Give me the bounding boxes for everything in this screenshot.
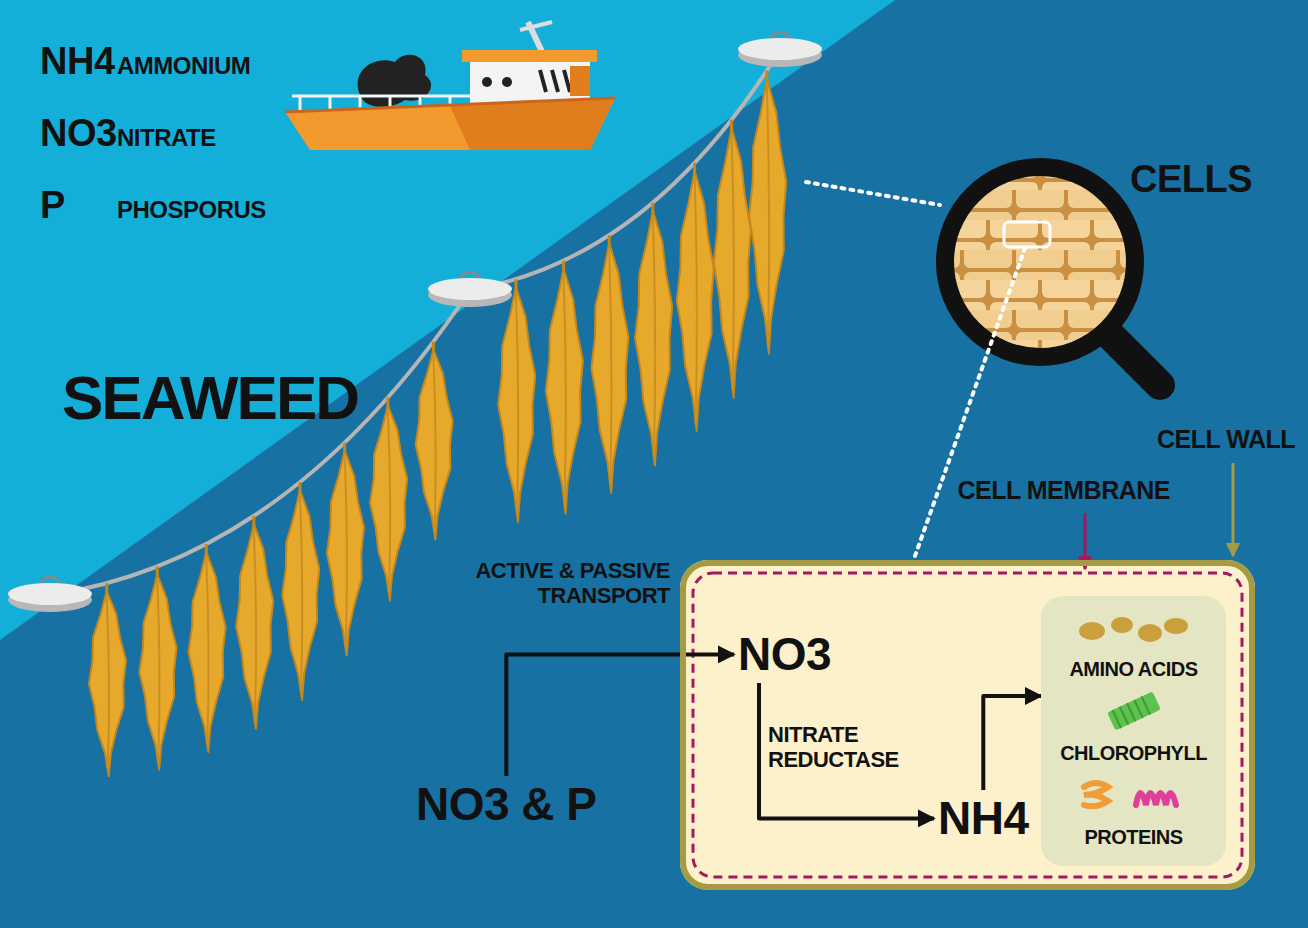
node-text: PROTEINS — [1084, 826, 1182, 849]
edge-label: ACTIVE & PASSIVE TRANSPORT — [425, 558, 670, 609]
node-text: CELL WALL — [1157, 425, 1295, 454]
wall-pointer — [1232, 463, 1235, 556]
nutrient-node: NO3 & P — [412, 776, 601, 833]
zoom-leader — [915, 248, 1025, 556]
legend-symbol: P — [40, 184, 65, 228]
node-icon-art — [1074, 613, 1194, 647]
magnifier — [940, 160, 1160, 385]
zoom-label: CELLS — [1130, 158, 1252, 202]
flow-arrow — [759, 683, 934, 819]
flow-arrow — [983, 696, 1041, 790]
node-icon-art — [1074, 775, 1194, 815]
nitrate-node: NO3 — [734, 626, 835, 683]
legend-term: AMMONIUM — [117, 52, 250, 80]
legend-symbol: NO3 — [40, 112, 117, 156]
legend-term: PHOSPORUS — [117, 196, 266, 224]
cell-fill — [680, 560, 1255, 890]
edge-label: NITRATE REDUCTASE — [768, 722, 918, 773]
zoom-leader — [806, 182, 940, 205]
products-box: AMINO ACIDS CHLOROPHYLL PROTEINS — [1041, 596, 1226, 866]
callout-label: CELL MEMBRANE — [958, 476, 1170, 505]
flow-arrow — [506, 654, 734, 776]
buoys — [8, 32, 822, 612]
title-label: SEAWEED — [62, 362, 358, 433]
node-text: NH4 — [938, 792, 1029, 845]
node-icon — [1074, 613, 1194, 647]
surface-water — [0, 0, 895, 640]
cell-box: CELL WALLNO3NH4AMINO ACIDSCHLOROPHYLLPRO… — [680, 560, 1255, 890]
node-icon — [1099, 691, 1169, 731]
node-text: AMINO ACIDS — [1069, 658, 1197, 681]
cell-membrane — [693, 573, 1242, 877]
node-icon-art — [1099, 691, 1169, 731]
ammonium-node: NH4 — [934, 790, 1033, 847]
node-icon — [1074, 775, 1194, 815]
node-text: NO3 & P — [416, 778, 597, 831]
node-text: NO3 — [738, 628, 831, 681]
node-text: CHLOROPHYLL — [1060, 742, 1207, 765]
rope — [50, 50, 780, 595]
legend-symbol: NH4 — [40, 40, 115, 84]
boat — [285, 22, 615, 150]
legend-term: NITRATE — [117, 124, 216, 152]
